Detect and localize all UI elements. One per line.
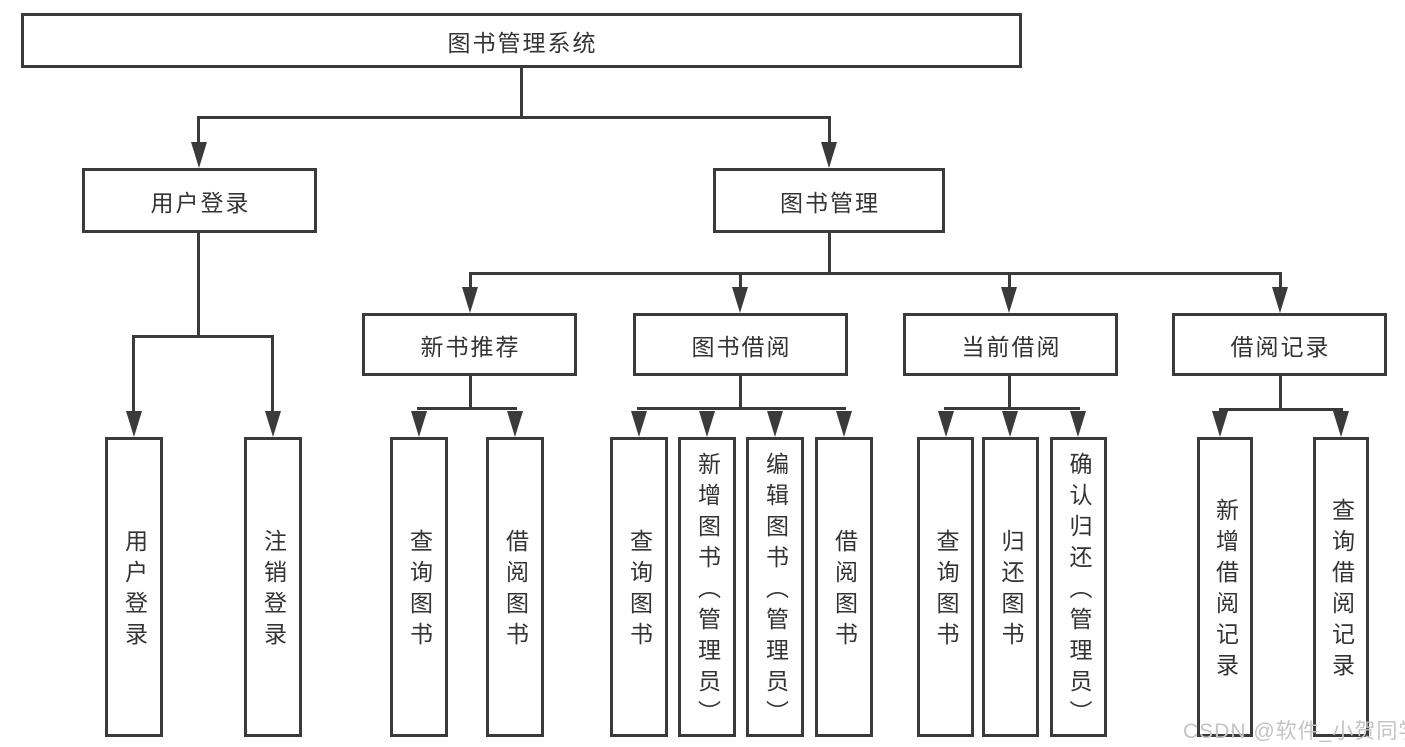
arrowhead-down-icon xyxy=(767,411,783,437)
node-root-system: 图书管理系统 xyxy=(21,13,1022,68)
connector-line xyxy=(197,231,200,338)
arrowhead-down-icon xyxy=(191,142,207,168)
connector-line xyxy=(637,407,846,410)
arrowhead-down-icon xyxy=(1333,411,1349,437)
leaf-borrow-query-books: 查询图书 xyxy=(610,437,668,737)
arrowhead-down-icon xyxy=(821,142,837,168)
arrowhead-down-icon xyxy=(732,287,748,313)
connector-line xyxy=(944,407,1080,410)
arrowhead-down-icon xyxy=(1272,287,1288,313)
arrowhead-down-icon xyxy=(411,411,427,437)
leaf-borrow-add-books-admin: 新增图书（管理员） xyxy=(678,437,736,737)
node-label: 新增借阅记录 xyxy=(1212,498,1239,684)
node-label: 借阅图书 xyxy=(502,529,529,653)
connector-line xyxy=(520,66,523,119)
leaf-current-query-books: 查询图书 xyxy=(917,437,974,737)
connector-line xyxy=(1279,272,1282,290)
node-label: 图书管理系统 xyxy=(447,29,598,56)
node-label: 查询图书 xyxy=(406,529,433,653)
node-label: 查询图书 xyxy=(626,529,653,653)
connector-line xyxy=(739,374,742,410)
arrowhead-down-icon xyxy=(938,411,954,437)
node-current-borrowing: 当前借阅 xyxy=(903,313,1118,376)
connector-line xyxy=(197,116,831,119)
node-book-management: 图书管理 xyxy=(713,168,945,233)
node-label: 图书借阅 xyxy=(691,333,792,360)
arrowhead-down-icon xyxy=(1001,287,1017,313)
connector-line xyxy=(1008,374,1011,410)
leaf-records-query-record: 查询借阅记录 xyxy=(1313,437,1369,737)
node-label: 确认归还（管理员） xyxy=(1066,451,1092,731)
leaf-borrow-edit-books-admin: 编辑图书（管理员） xyxy=(746,437,804,737)
node-label: 当前借阅 xyxy=(961,333,1062,360)
node-label: 新书推荐 xyxy=(420,333,521,360)
arrowhead-down-icon xyxy=(1212,411,1228,437)
watermark: CSDN @软件_小贺同学 xyxy=(1183,720,1405,743)
node-label: 用户登录 xyxy=(150,189,251,216)
connector-line xyxy=(132,335,274,338)
connector-line xyxy=(1279,374,1282,411)
leaf-logout: 注销登录 xyxy=(244,437,302,737)
node-label: 借阅记录 xyxy=(1230,333,1331,360)
leaf-borrow-borrow-books: 借阅图书 xyxy=(815,437,873,737)
connector-line xyxy=(828,116,831,146)
node-label: 注销登录 xyxy=(260,529,287,653)
arrowhead-down-icon xyxy=(836,411,852,437)
node-label: 编辑图书（管理员） xyxy=(762,451,789,731)
node-label: 用户登录 xyxy=(121,529,148,653)
arrowhead-down-icon xyxy=(507,411,523,437)
node-label: 图书管理 xyxy=(780,189,880,216)
connector-line xyxy=(1219,408,1343,411)
node-new-book-recommend: 新书推荐 xyxy=(362,313,577,376)
node-user-login: 用户登录 xyxy=(82,168,317,233)
leaf-recommend-borrow-books: 借阅图书 xyxy=(486,437,544,737)
connector-line xyxy=(828,231,831,275)
node-label: 新增图书（管理员） xyxy=(694,451,721,731)
leaf-user-login: 用户登录 xyxy=(105,437,163,737)
arrowhead-down-icon xyxy=(699,411,715,437)
arrowhead-down-icon xyxy=(126,411,142,437)
node-borrow-records: 借阅记录 xyxy=(1172,313,1387,376)
arrowhead-down-icon xyxy=(1070,411,1086,437)
arrowhead-down-icon xyxy=(631,411,647,437)
node-book-borrowing: 图书借阅 xyxy=(633,313,848,376)
arrowhead-down-icon xyxy=(265,411,281,437)
leaf-recommend-query-books: 查询图书 xyxy=(390,437,448,737)
connector-line xyxy=(469,272,1282,275)
connector-line xyxy=(271,335,274,414)
arrowhead-down-icon xyxy=(462,287,478,313)
node-label: 查询借阅记录 xyxy=(1328,498,1355,684)
connector-line xyxy=(469,374,472,410)
connector-line xyxy=(1008,272,1011,290)
node-label: 借阅图书 xyxy=(831,529,858,653)
arrowhead-down-icon xyxy=(1002,411,1018,437)
leaf-current-confirm-return-admin: 确认归还（管理员） xyxy=(1050,437,1107,737)
leaf-records-add-record: 新增借阅记录 xyxy=(1197,437,1253,737)
connector-line xyxy=(469,272,472,290)
node-label: 归还图书 xyxy=(998,529,1024,653)
connector-line xyxy=(739,272,742,290)
leaf-current-return-books: 归还图书 xyxy=(982,437,1039,737)
connector-line xyxy=(132,335,135,414)
node-label: 查询图书 xyxy=(933,529,959,653)
connector-line xyxy=(197,116,200,146)
connector-line xyxy=(417,407,517,410)
